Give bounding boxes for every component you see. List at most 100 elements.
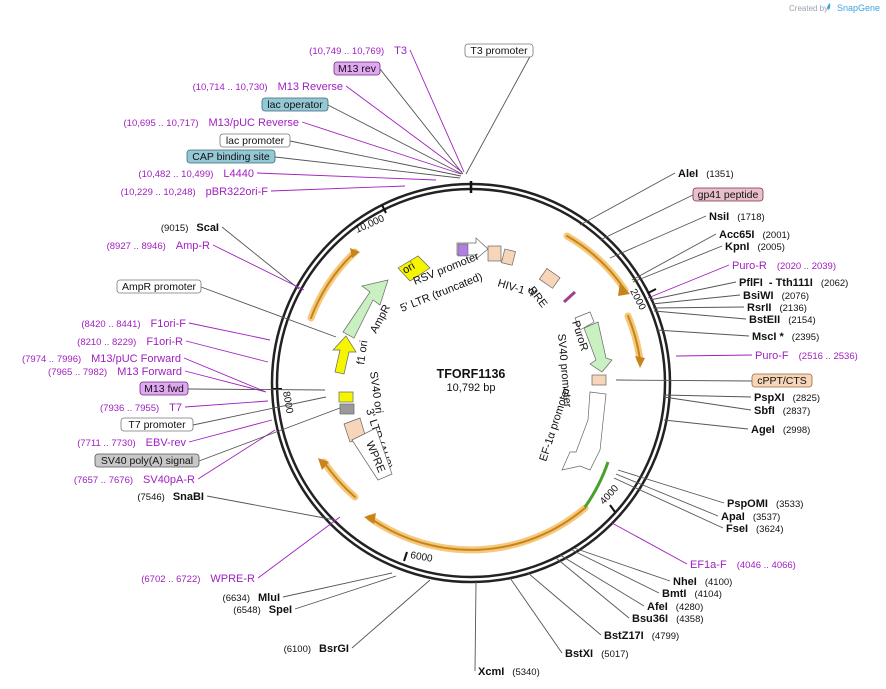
ef1a-green-arc — [583, 461, 610, 508]
enzyme-leader-mlui — [282, 572, 393, 598]
plasmid-size: 10,792 bp — [447, 382, 496, 394]
box-m13-fwd: M13 fwd — [139, 381, 189, 396]
box-lac-promoter-bg — [219, 133, 291, 148]
primer-leader-puro-r — [647, 264, 730, 299]
box-cppt-label: cPPT/CTS — [757, 375, 807, 387]
tick-mark-6000 — [403, 551, 408, 562]
orf-arc-5-core — [310, 251, 356, 319]
enzyme-afei: AfeI(4280) — [647, 601, 703, 613]
sv40prom-shape — [591, 374, 607, 386]
box-leader-gp41 — [599, 194, 694, 241]
box-cppt-bg — [751, 373, 813, 388]
enzyme-leader-xcmi — [474, 581, 477, 672]
arrowhead-4 — [318, 458, 329, 470]
arrowhead-3 — [364, 513, 376, 524]
enzyme-mlui: (6634)MluI — [223, 592, 280, 604]
enzyme-agei: AgeI(2998) — [751, 424, 810, 436]
enzyme-snabi: (7546)SnaBI — [137, 491, 204, 503]
primer-leader-m13-forward — [184, 370, 267, 393]
enzyme-leader-pflfi — [649, 281, 737, 301]
enzyme-leader-msci — [655, 329, 750, 337]
enzyme-xcmi: XcmI(5340) — [478, 666, 540, 678]
enzyme-sbfi: SbfI(2837) — [754, 405, 810, 417]
box-ampr-promoter: AmpR promoter — [116, 279, 202, 294]
enzyme-nsii: NsiI(1718) — [709, 211, 765, 223]
ori-shape — [397, 255, 431, 282]
arrowhead-2 — [635, 356, 645, 368]
arrowhead-5 — [350, 248, 360, 258]
box-t3-promoter-bg — [464, 43, 534, 58]
primer-leader-ebv-rev — [188, 419, 273, 443]
primer-t7: (7936 .. 7955)T7 — [100, 402, 182, 414]
primer-leader-f1ori-r — [185, 340, 269, 363]
primer-amp-r: (8927 .. 8946)Amp-R — [107, 240, 210, 252]
sv40-polya-shape — [339, 403, 355, 415]
primer-ebv-rev: (7711 .. 7730)EBV-rev — [77, 437, 186, 449]
primer-leader-m13-reverse — [345, 85, 463, 173]
enzyme-bsteii: BstEII(2154) — [749, 314, 816, 326]
primer-f1ori-f: (8420 .. 8441)F1ori-F — [81, 318, 186, 330]
snapgene-logo: SnapGene — [827, 3, 880, 13]
orf-arrowheads — [318, 248, 645, 524]
box-m13-rev-bg — [333, 61, 381, 76]
box-sv40-polya-bg — [94, 453, 200, 468]
box-m13-fwd-label: M13 fwd — [144, 383, 184, 395]
box-leader-m13-fwd — [187, 388, 326, 391]
box-gp41-bg — [692, 187, 764, 202]
primer-l4440: (10,482 .. 10,499)L4440 — [138, 168, 254, 180]
box-t7-promoter-bg — [120, 417, 194, 432]
tick-6000: 6000 — [409, 550, 433, 565]
enzyme-leader-bstxi — [509, 577, 563, 654]
ef1a-label: EF-1α promoter — [537, 385, 572, 463]
enzyme-leader-nhei — [573, 547, 671, 582]
box-m13-fwd-bg — [139, 381, 189, 396]
enzyme-leader-afei — [559, 554, 645, 607]
box-lac-operator-bg — [261, 97, 329, 112]
enzyme-bsiwi: BsiWI(2076) — [743, 290, 809, 302]
primer-m13-puc-forward: (7974 .. 7996)M13/pUC Forward — [22, 353, 181, 365]
primer-sv40pa-r: (7657 .. 7676)SV40pA-R — [74, 474, 195, 486]
box-t7-promoter: T7 promoter — [120, 417, 194, 432]
primer-m13-puc-reverse: (10,695 .. 10,717)M13/pUC Reverse — [124, 117, 299, 129]
enzyme-leader-nsii — [609, 215, 707, 259]
enzyme-leader-pspxi — [663, 394, 752, 398]
enzyme-fsei: FseI(3624) — [726, 523, 783, 535]
ltr5-shape — [487, 245, 502, 262]
box-lac-operator-label: lac operator — [267, 99, 323, 111]
box-t3-promoter: T3 promoter — [464, 43, 534, 58]
f1ori-feature: f1 ori — [332, 335, 370, 375]
primer-leader-f1ori-f — [188, 322, 271, 341]
enzyme-bmti: BmtI(4104) — [662, 588, 722, 600]
box-leader-sv40-polya — [198, 407, 341, 462]
primer-m13-reverse: (10,714 .. 10,730)M13 Reverse — [193, 81, 343, 93]
puror-feature: PuroR — [569, 311, 613, 373]
ori-label: ori — [401, 260, 418, 277]
snapgene-leaf-icon — [827, 3, 831, 10]
enzyme-acc65i: Acc65I(2001) — [719, 229, 790, 241]
enzyme-rsrii: RsrII(2136) — [747, 302, 807, 314]
created-by-label: Created by — [789, 4, 828, 13]
primer-leader-t3 — [409, 49, 465, 173]
puror-start-shape — [574, 311, 595, 331]
rsv-feature: RSV promoter 5' LTR (truncated) — [399, 237, 489, 315]
box-m13-rev-label: M13 rev — [338, 63, 377, 75]
box-cap-site-label: CAP binding site — [192, 151, 270, 163]
enzyme-leader-bsu36i — [555, 557, 630, 619]
box-leader-cap-site — [274, 156, 461, 179]
ampr-shape — [342, 279, 389, 339]
box-leader-lac-operator — [327, 104, 463, 175]
orf-arc-3-core — [369, 507, 586, 551]
box-sv40-polya: SV40 poly(A) signal — [94, 453, 200, 468]
box-cppt: cPPT/CTS — [751, 373, 813, 388]
box-cap-site: CAP binding site — [186, 149, 276, 164]
enzyme-leader-bsrgi — [351, 579, 431, 649]
box-t3-promoter-label: T3 promoter — [470, 45, 528, 57]
arrowhead-1 — [618, 282, 630, 296]
box-ampr-promoter-label: AmpR promoter — [122, 281, 197, 293]
enzyme-alei: AleI(1351) — [678, 168, 734, 180]
snapgene-brand: SnapGene — [837, 3, 880, 13]
box-gp41: gp41 peptide — [692, 187, 764, 202]
box-lac-promoter: lac promoter — [219, 133, 291, 148]
